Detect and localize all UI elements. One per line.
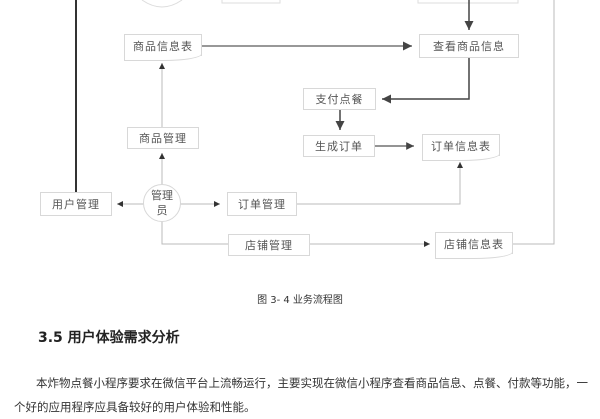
figure-caption: 图 3- 4 业务流程图 xyxy=(257,295,343,306)
order-info-table-node: 订单信息表 xyxy=(422,134,500,161)
product-info-table-node: 商品信息表 xyxy=(124,34,202,61)
admin-node: 管理 员 xyxy=(143,184,181,222)
connector-lines xyxy=(75,0,555,247)
admin-label-line2: 员 xyxy=(156,204,168,217)
section-heading: 3.5 用户体验需求分析 xyxy=(38,330,180,346)
generate-order-node: 生成订单 xyxy=(303,135,375,157)
body-paragraph: 本炸物点餐小程序要求在微信平台上流畅运行，主要实现在微信小程序查看商品信息、点餐… xyxy=(14,376,588,414)
admin-label-line1: 管理 xyxy=(151,189,173,202)
product-management-node: 商品管理 xyxy=(127,127,199,149)
view-product-info-node: 查看商品信息 xyxy=(419,34,519,58)
business-flow-diagram: 商品信息表 查看商品信息 支付点餐 商品管理 生成订单 订单信息表 用户管理 管… xyxy=(40,0,555,259)
pay-order-node: 支付点餐 xyxy=(303,88,376,110)
store-management-node: 店铺管理 xyxy=(228,234,310,256)
user-management-node: 用户管理 xyxy=(40,192,112,216)
order-management-node: 订单管理 xyxy=(227,192,297,216)
store-info-table-node: 店铺信息表 xyxy=(435,232,513,259)
